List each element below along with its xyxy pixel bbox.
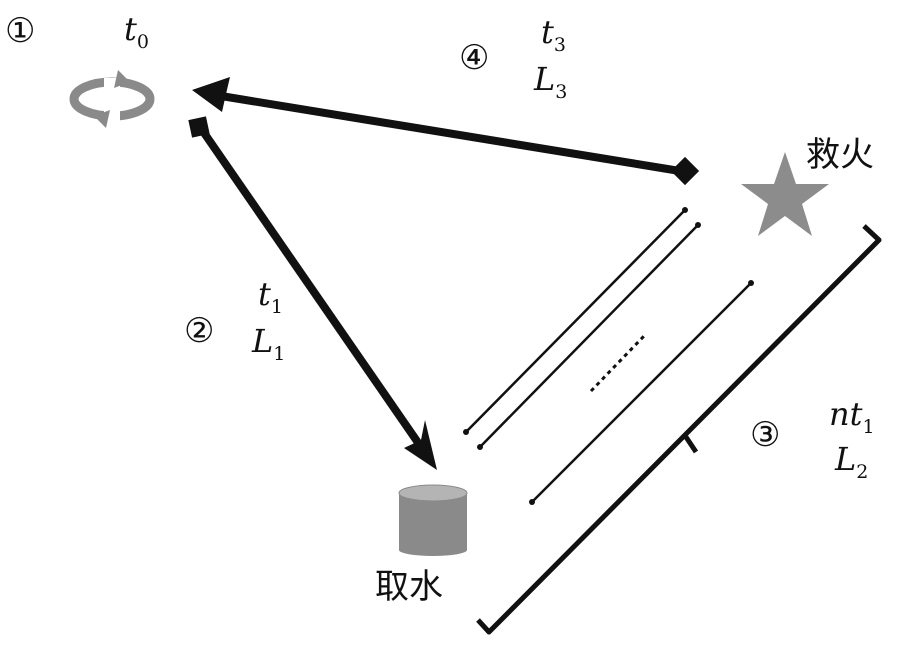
arrow-to-water <box>188 116 437 470</box>
step-4-distance: L3 <box>533 60 567 103</box>
step-3-time: nt1 <box>829 395 875 438</box>
step-1-time: t0 <box>124 10 149 53</box>
cycle-arrows-icon <box>69 70 155 128</box>
repeat-brace <box>476 224 882 635</box>
water-tank-icon <box>398 484 468 556</box>
step-4-time: t3 <box>541 13 566 56</box>
repeat-trips <box>463 207 754 505</box>
step-4-number: ④ <box>459 38 489 78</box>
step-2-number: ② <box>184 311 214 351</box>
water-label: 取水 <box>375 567 443 607</box>
step-2-time: t1 <box>258 275 283 318</box>
step-1-number: ① <box>5 11 35 51</box>
step-2-distance: L1 <box>251 322 285 365</box>
step-3-number: ③ <box>750 415 780 455</box>
arrow-return <box>192 77 700 186</box>
star-icon <box>741 152 829 236</box>
fire-label: 救火 <box>806 135 874 175</box>
step-3-distance: L2 <box>834 440 868 483</box>
